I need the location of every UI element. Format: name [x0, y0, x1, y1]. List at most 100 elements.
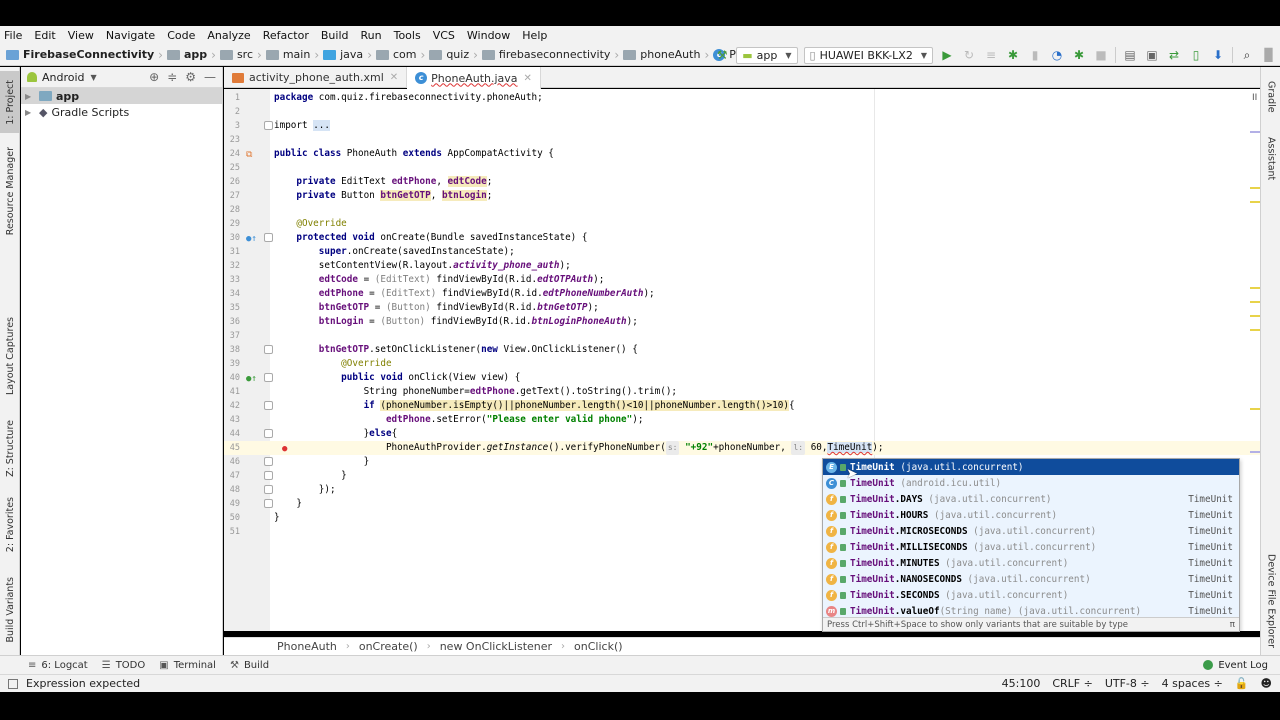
code-crumb-listener[interactable]: new OnClickListener [439, 640, 553, 653]
scroll-marker[interactable] [1250, 131, 1260, 133]
tab-activity-phone-auth-xml[interactable]: activity_phone_auth.xml ✕ [224, 67, 408, 88]
caret-position[interactable]: 45:100 [1001, 677, 1041, 690]
menu-run[interactable]: Run [360, 28, 382, 42]
run-play-icon[interactable]: ▶ [942, 48, 952, 62]
scroll-marker[interactable] [1250, 187, 1260, 189]
fold-toggle-icon[interactable] [264, 485, 273, 494]
expand-arrow-icon[interactable]: ▶ [25, 107, 32, 117]
override-marker-icon[interactable]: ●↑ [246, 374, 257, 384]
fold-toggle-icon[interactable] [264, 499, 273, 508]
line-separator-selector[interactable]: CRLF ÷ [1052, 677, 1093, 690]
stop-icon[interactable]: ■ [1095, 48, 1107, 62]
tool-tab-assistant[interactable]: Assistant [1261, 129, 1280, 189]
attach-debugger-icon[interactable]: ▮ [1031, 48, 1039, 62]
dropdown-arrow-icon[interactable]: ▼ [90, 72, 97, 82]
tool-tab-structure[interactable]: Z: Structure [0, 415, 20, 481]
event-log-button[interactable]: Event Log [1203, 660, 1268, 671]
indent-selector[interactable]: 4 spaces ÷ [1161, 677, 1223, 690]
fold-toggle-icon[interactable] [264, 233, 273, 242]
tool-window-todo[interactable]: ☰TODO [102, 660, 146, 671]
search-icon[interactable]: ⌕ [1243, 47, 1251, 62]
user-account-icon[interactable]: ▉ [1264, 48, 1274, 62]
crumb-main[interactable]: main› [265, 48, 323, 62]
profile-icon[interactable]: ◔ [1051, 48, 1063, 62]
crumb-java[interactable]: java› [323, 48, 376, 62]
scroll-marker[interactable] [1250, 201, 1260, 203]
locate-crosshair-icon[interactable]: ⊕ [149, 70, 160, 84]
scroll-marker[interactable] [1250, 301, 1260, 303]
tool-tab-device-file-explorer[interactable]: Device File Explorer [1261, 551, 1280, 651]
scroll-marker[interactable] [1250, 315, 1260, 317]
menu-refactor[interactable]: Refactor [262, 28, 309, 42]
menu-analyze[interactable]: Analyze [207, 28, 251, 42]
scroll-marker[interactable] [1250, 329, 1260, 331]
tool-tab-gradle[interactable]: Gradle [1261, 71, 1280, 123]
make-project-hammer-icon[interactable]: ⚒ [716, 48, 728, 62]
gear-icon[interactable]: ⚙ [185, 70, 196, 84]
code-crumb-class[interactable]: PhoneAuth [277, 640, 337, 653]
menu-edit[interactable]: Edit [34, 28, 56, 42]
crumb-src[interactable]: src› [219, 48, 266, 62]
project-view-selector[interactable]: Android [42, 70, 85, 84]
scroll-marker[interactable] [1250, 287, 1260, 289]
crumb-phoneauth-package[interactable]: phoneAuth› [623, 48, 713, 62]
folded-imports[interactable]: ... [313, 120, 330, 131]
collapse-all-icon[interactable]: ≑ [167, 70, 178, 84]
menu-help[interactable]: Help [522, 28, 548, 42]
scroll-marker[interactable] [1250, 451, 1260, 453]
tool-window-logcat[interactable]: ≡6: Logcat [28, 660, 88, 671]
pi-options-icon[interactable]: π [1229, 619, 1235, 630]
tree-item-app[interactable]: ▶ app [21, 88, 222, 104]
code-crumb-onclick[interactable]: onClick() [574, 640, 623, 653]
apply-code-changes-icon[interactable]: ≡ [985, 48, 997, 62]
debug-bug-icon[interactable]: ✱ [1007, 48, 1019, 62]
crumb-project[interactable]: FirebaseConnectivity› [6, 48, 167, 62]
code-crumb-oncreate[interactable]: onCreate() [358, 640, 418, 653]
crumb-firebaseconnectivity[interactable]: firebaseconnectivity› [481, 48, 623, 62]
scroll-marker[interactable] [1250, 408, 1260, 410]
menu-file[interactable]: File [4, 28, 23, 42]
encoding-selector[interactable]: UTF-8 ÷ [1104, 677, 1150, 690]
error-stripe-scrollbar[interactable]: II [1248, 89, 1260, 631]
inspector-hector-icon[interactable]: ☻ [1260, 677, 1272, 690]
tool-tab-favorites[interactable]: 2: Favorites [0, 493, 20, 557]
sync-gradle-icon[interactable]: ⇄ [1168, 48, 1180, 62]
toggle-tool-windows-icon[interactable] [8, 678, 18, 689]
tool-tab-layout-captures[interactable]: Layout Captures [0, 315, 20, 397]
fold-toggle-icon[interactable] [264, 471, 273, 480]
close-icon[interactable]: ✕ [523, 72, 532, 84]
menu-build[interactable]: Build [320, 28, 349, 42]
project-structure-icon[interactable]: ▤ [1124, 48, 1136, 62]
crumb-quiz[interactable]: quiz› [429, 48, 482, 62]
close-icon[interactable]: ✕ [389, 72, 399, 83]
run-config-dropdown[interactable]: ▬app▼ [736, 46, 798, 64]
sdk-manager-icon[interactable]: ⬇ [1212, 48, 1224, 62]
fold-toggle-icon[interactable] [264, 401, 273, 410]
fold-toggle-icon[interactable] [264, 373, 273, 382]
menu-code[interactable]: Code [167, 28, 196, 42]
crumb-app[interactable]: app› [166, 48, 220, 62]
fold-toggle-icon[interactable] [264, 121, 273, 130]
fold-toggle-icon[interactable] [264, 429, 273, 438]
tool-tab-build-variants[interactable]: Build Variants [0, 573, 20, 647]
tool-tab-resource-manager[interactable]: Resource Manager [0, 143, 20, 239]
menu-navigate[interactable]: Navigate [105, 28, 156, 42]
crumb-com[interactable]: com› [376, 48, 429, 62]
override-marker-icon[interactable]: ●↑ [246, 234, 257, 244]
error-bulb-icon[interactable]: ● [282, 444, 288, 454]
tool-window-terminal[interactable]: ▣Terminal [159, 660, 216, 671]
tool-tab-project[interactable]: 1: Project [0, 71, 20, 133]
apply-changes-icon[interactable]: ↻ [963, 48, 975, 62]
hide-panel-icon[interactable]: — [204, 70, 216, 84]
device-dropdown[interactable]: ▯HUAWEI BKK-LX2▼ [803, 46, 933, 64]
layout-link-icon[interactable]: ⧉ [246, 150, 253, 160]
avd-manager-icon[interactable]: ▯ [1192, 48, 1200, 62]
